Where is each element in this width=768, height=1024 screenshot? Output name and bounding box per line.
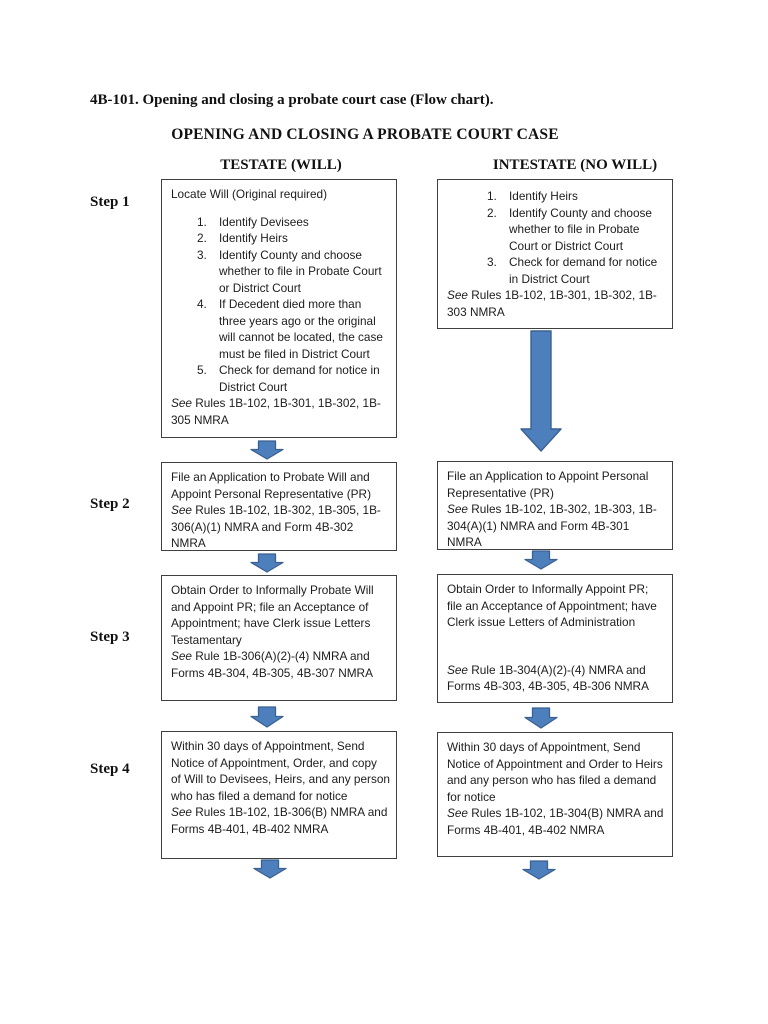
- step-label-4: Step 4: [90, 761, 130, 777]
- flowchart-box-testate-step3: Obtain Order to Informally Probate Will …: [161, 575, 397, 701]
- list-item: 1.Identify Heirs: [487, 189, 578, 203]
- rule-citation: See Rules 1B-102, 1B-302, 1B-303, 1B-304…: [447, 502, 657, 549]
- box-body: Within 30 days of Appointment, Send Noti…: [171, 739, 390, 803]
- list-item: 3.Identify County and choose whether to …: [197, 247, 382, 295]
- down-arrow-icon: [250, 553, 284, 573]
- flowchart-box-testate-step1: Locate Will (Original required) 1.Identi…: [161, 179, 397, 438]
- down-arrow-icon: [253, 859, 287, 879]
- list-item: 4.If Decedent died more than three years…: [197, 297, 383, 361]
- numbered-list: 1.Identify Heirs 2.Identify County and c…: [487, 188, 666, 287]
- numbered-list: 1.Identify Devisees 2.Identify Heirs 3.I…: [197, 214, 390, 396]
- down-arrow-icon: [522, 860, 556, 880]
- flowchart-box-intestate-step3: Obtain Order to Informally Appoint PR; f…: [437, 574, 673, 703]
- flowchart-box-testate-step2: File an Application to Probate Will and …: [161, 462, 397, 551]
- box-body: Obtain Order to Informally Appoint PR; f…: [447, 582, 657, 629]
- page-title: OPENING AND CLOSING A PROBATE COURT CASE: [171, 126, 559, 143]
- rule-citation: See Rule 1B-306(A)(2)-(4) NMRA and Forms…: [171, 649, 373, 680]
- column-header-intestate: INTESTATE (NO WILL): [492, 157, 658, 173]
- step-label-2: Step 2: [90, 496, 130, 512]
- rule-citation: See Rules 1B-102, 1B-304(B) NMRA and For…: [447, 806, 664, 837]
- down-arrow-icon: [250, 440, 284, 460]
- box-body: Obtain Order to Informally Probate Will …: [171, 583, 374, 647]
- long-down-arrow-icon: [520, 330, 562, 452]
- box-body: File an Application to Probate Will and …: [171, 470, 371, 501]
- flowchart-box-intestate-step4: Within 30 days of Appointment, Send Noti…: [437, 732, 673, 857]
- rule-citation: See Rules 1B-102, 1B-301, 1B-302, 1B-303…: [447, 288, 657, 319]
- rule-citation: See Rule 1B-304(A)(2)-(4) NMRA and Forms…: [447, 662, 649, 694]
- step-label-1: Step 1: [90, 194, 130, 210]
- rule-citation: See Rules 1B-102, 1B-301, 1B-302, 1B-305…: [171, 396, 381, 427]
- box-body: Within 30 days of Appointment, Send Noti…: [447, 740, 663, 804]
- box-intro: Locate Will (Original required): [171, 187, 328, 201]
- list-item: 2.Identify County and choose whether to …: [487, 205, 652, 253]
- column-header-testate: TESTATE (WILL): [220, 157, 342, 173]
- flowchart-box-intestate-step1: 1.Identify Heirs 2.Identify County and c…: [437, 179, 673, 329]
- list-item: 2.Identify Heirs: [197, 231, 288, 245]
- flowchart-box-intestate-step2: File an Application to Appoint Personal …: [437, 461, 673, 550]
- down-arrow-icon: [524, 707, 558, 729]
- list-item: 5.Check for demand for notice in Distric…: [197, 363, 380, 394]
- box-body: File an Application to Appoint Personal …: [447, 469, 649, 500]
- list-item: 1.Identify Devisees: [197, 214, 309, 229]
- flowchart-box-testate-step4: Within 30 days of Appointment, Send Noti…: [161, 731, 397, 859]
- rule-citation: See Rules 1B-102, 1B-306(B) NMRA and For…: [171, 805, 388, 836]
- rule-citation: See Rules 1B-102, 1B-302, 1B-305, 1B-306…: [171, 503, 381, 550]
- list-item: 3.Check for demand for notice in Distric…: [487, 255, 658, 286]
- down-arrow-icon: [524, 550, 558, 570]
- down-arrow-icon: [250, 706, 284, 728]
- step-label-3: Step 3: [90, 629, 130, 645]
- statute-heading: 4B-101. Opening and closing a probate co…: [90, 92, 494, 108]
